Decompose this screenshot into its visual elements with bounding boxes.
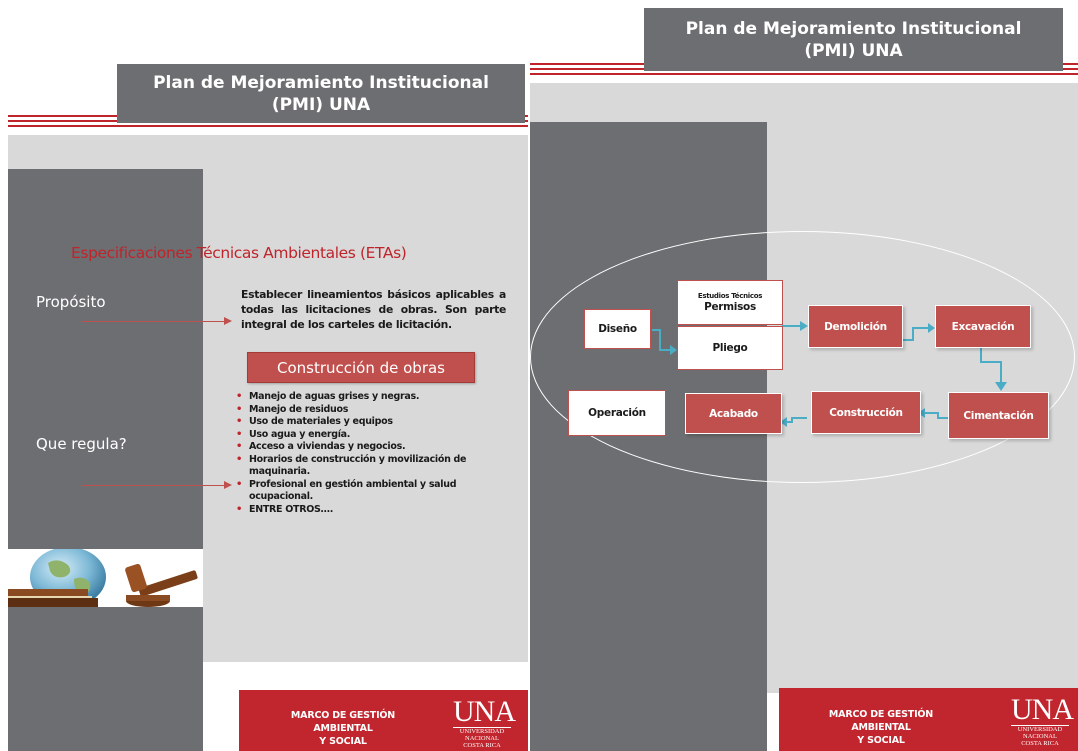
flow-step-diseno: Diseño: [584, 309, 651, 349]
construccion-obras-box: Construcción de obras: [247, 352, 475, 383]
flow-step-estudios-permisos: Estudios Técnicos Permisos: [677, 280, 783, 325]
flow-step-construccion: Construcción: [811, 391, 921, 434]
proposito-arrow: [82, 321, 225, 322]
right-title-line1: Plan de Mejoramiento Institucional: [685, 18, 1022, 39]
globe-gavel-clipart: [8, 549, 203, 607]
flow-step-operacion: Operación: [568, 390, 666, 436]
que-regula-arrow: [82, 485, 225, 486]
left-title-line1: Plan de Mejoramiento Institucional: [153, 72, 489, 93]
right-footer: MARCO DE GESTIÓN AMBIENTAL Y SOCIAL UNA …: [779, 688, 1078, 751]
left-side-panel-top: [8, 169, 203, 549]
list-item: •Manejo de residuos: [236, 403, 349, 415]
estudios-tecnicos-label: Estudios Técnicos: [697, 292, 763, 300]
list-item: •ENTRE OTROS….: [236, 503, 334, 515]
right-title-line2: (PMI) UNA: [804, 40, 903, 61]
flow-step-excavacion: Excavación: [935, 305, 1031, 348]
left-footer-text: MARCO DE GESTIÓN AMBIENTAL Y SOCIAL: [290, 710, 396, 747]
proposito-label: Propósito: [36, 293, 106, 311]
left-title-line2: (PMI) UNA: [271, 94, 371, 115]
right-footer-text: MARCO DE GESTIÓN AMBIENTAL Y SOCIAL: [828, 709, 934, 746]
list-item: •Acceso a viviendas y negocios.: [236, 441, 406, 452]
flow-step-acabado: Acabado: [685, 393, 782, 434]
left-footer: MARCO DE GESTIÓN AMBIENTAL Y SOCIAL UNA …: [239, 690, 528, 751]
construccion-obras-title: Construcción de obras: [276, 358, 446, 377]
flow-ellipse: [530, 231, 1075, 483]
right-slide-title: Plan de Mejoramiento Institucional (PMI)…: [644, 8, 1063, 71]
list-item: •Uso agua y energía.: [236, 428, 351, 440]
list-item: •Uso de materiales y equipos: [236, 416, 393, 427]
left-side-panel-bottom: [8, 607, 203, 751]
purpose-text: Establecer lineamientos básicos aplicabl…: [241, 288, 506, 331]
flow-step-cimentacion: Cimentación: [948, 392, 1049, 439]
list-item: •Horarios de construcción y movilización…: [236, 453, 467, 478]
list-item: •Profesional en gestión ambiental y salu…: [236, 478, 457, 503]
flow-connectors: [652, 321, 1007, 427]
flow-step-pliego: Pliego: [677, 326, 783, 370]
flow-step-demolicion: Demolición: [808, 305, 903, 348]
eta-heading: Especificaciones Técnicas Ambientales (E…: [71, 244, 407, 262]
permisos-label: Permisos: [704, 301, 756, 313]
list-item: •Manejo de aguas grises y negras.: [236, 391, 420, 402]
left-slide-title: Plan de Mejoramiento Institucional (PMI)…: [117, 64, 525, 123]
que-regula-label: Que regula?: [36, 435, 127, 453]
proposito-arrow-head: [224, 317, 232, 325]
globe-gavel-icon: [8, 549, 203, 607]
que-regula-arrow-head: [224, 481, 232, 489]
regulation-list: •Manejo de aguas grises y negras. •Manej…: [234, 391, 506, 516]
